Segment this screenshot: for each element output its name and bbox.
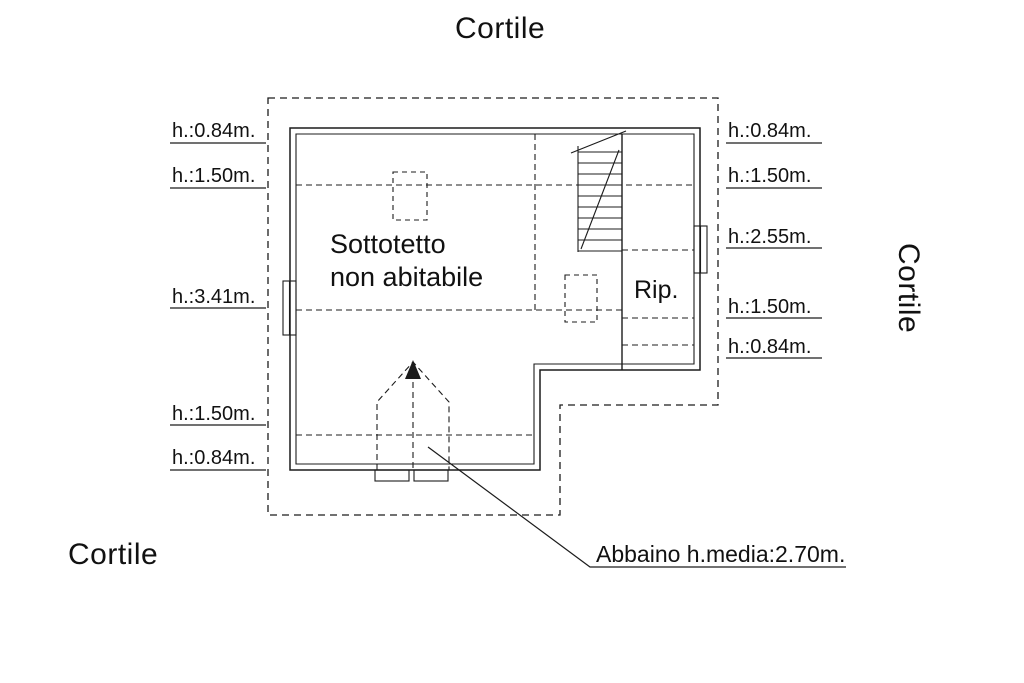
staircase <box>570 130 627 252</box>
label-cortile-bottom: Cortile <box>68 538 159 571</box>
height-contour-lines <box>296 134 694 436</box>
height-label-left-4: h.:1.50m. <box>172 403 256 425</box>
height-label-right-2: h.:1.50m. <box>728 165 812 187</box>
height-label-left-2: h.:1.50m. <box>172 165 256 187</box>
height-label-left-1: h.:0.84m. <box>172 120 256 142</box>
room-label-sottotetto-line2: non abitabile <box>330 262 484 292</box>
stair-diagonal <box>580 149 620 250</box>
height-label-right-4: h.:1.50m. <box>728 296 812 318</box>
roof-window-1 <box>392 171 428 221</box>
height-label-right-5: h.:0.84m. <box>728 336 812 358</box>
left-label-underlines <box>170 142 266 471</box>
annotation-leader-line <box>427 446 846 568</box>
height-label-right-1: h.:0.84m. <box>728 120 812 142</box>
roof-windows <box>392 171 598 323</box>
label-cortile-top: Cortile <box>455 12 546 45</box>
height-label-right-3: h.:2.55m. <box>728 226 812 248</box>
annotation-abbaino: Abbaino h.media:2.70m. <box>596 541 846 567</box>
exterior-walls <box>289 127 701 471</box>
room-label-sottotetto: Sottotetto non abitabile <box>330 228 483 294</box>
dormer-sill-right <box>413 469 449 482</box>
height-label-left-5: h.:0.84m. <box>172 447 256 469</box>
dormer <box>374 360 450 482</box>
right-label-underlines <box>726 142 822 359</box>
dormer-arrowhead <box>405 360 421 379</box>
roof-window-2 <box>564 274 598 323</box>
dormer-sill-left <box>374 469 410 482</box>
room-label-sottotetto-line1: Sottotetto <box>330 229 446 259</box>
room-label-rip: Rip. <box>634 276 679 304</box>
label-cortile-right: Cortile <box>892 243 925 334</box>
outer-dashed-boundary <box>267 97 719 516</box>
height-label-left-3: h.:3.41m. <box>172 286 256 308</box>
stair-break-line <box>570 130 627 154</box>
